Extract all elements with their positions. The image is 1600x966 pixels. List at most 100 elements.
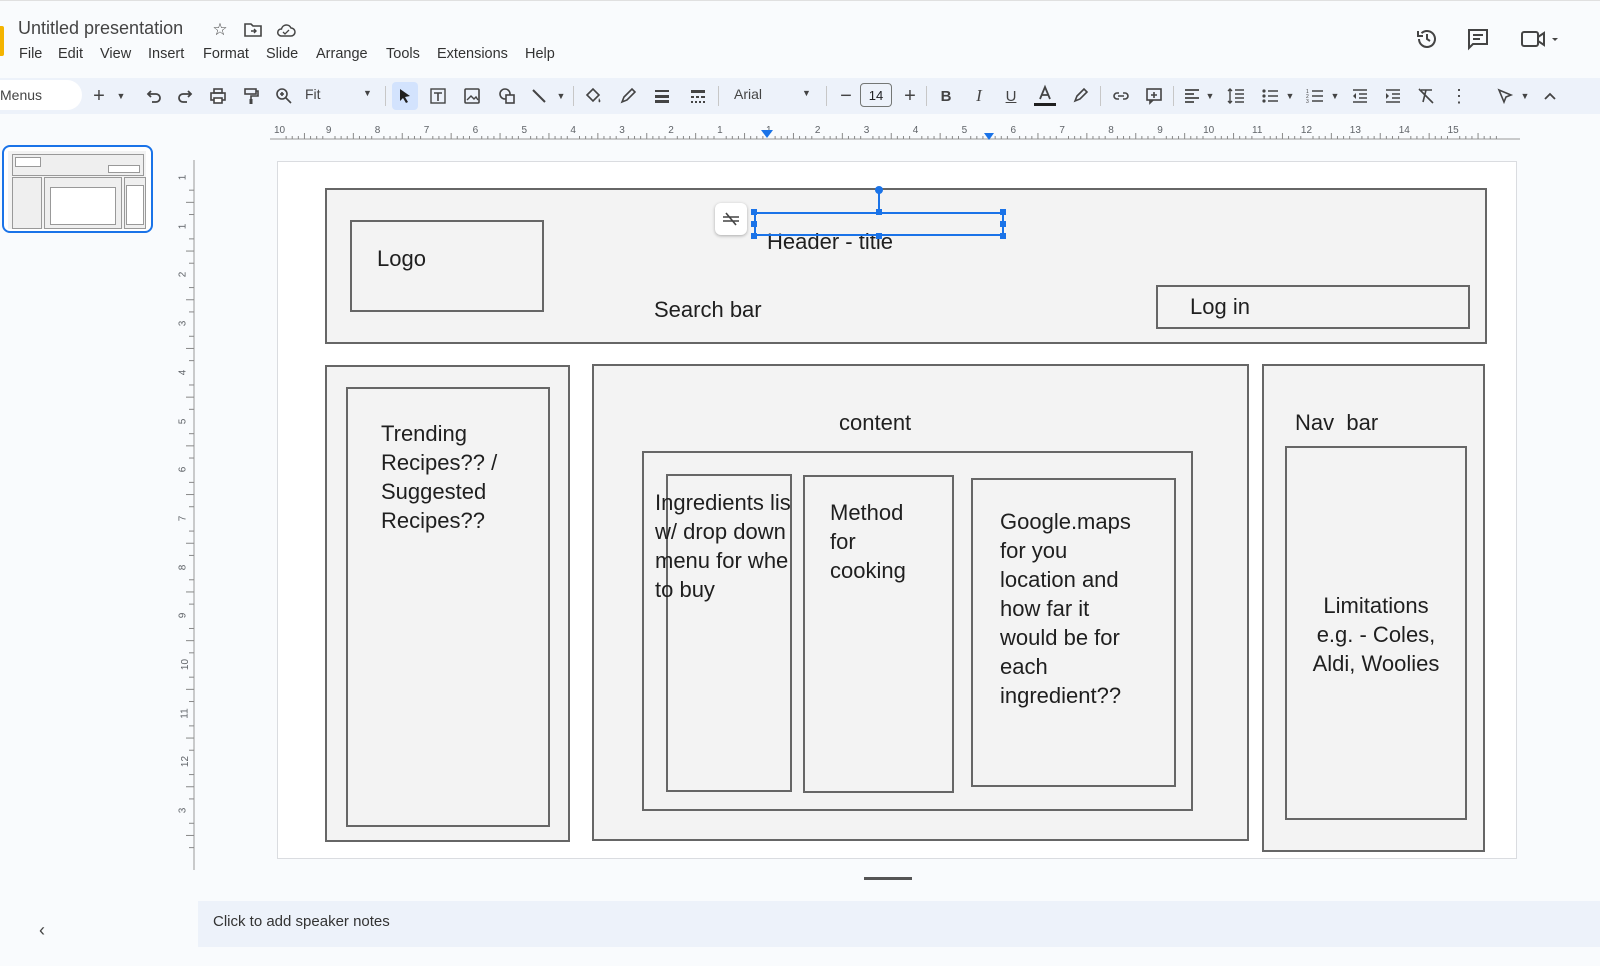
menu-arrange[interactable]: Arrange [316, 46, 368, 62]
menu-edit[interactable]: Edit [58, 46, 83, 62]
resize-handle-s[interactable] [876, 233, 882, 239]
print-icon[interactable] [208, 84, 228, 108]
line-spacing-icon[interactable] [1226, 84, 1246, 108]
ruler-label: 1 [177, 223, 189, 229]
limitations-text: Limitations e.g. - Coles, Aldi, Woolies [1285, 591, 1467, 678]
menu-format[interactable]: Format [203, 46, 249, 62]
nav-bar-label: Nav bar [1295, 410, 1379, 435]
left-indent-marker-icon[interactable] [761, 130, 773, 138]
slide-thumbnail-1[interactable] [2, 145, 153, 233]
ruler-label: 7 [1059, 125, 1065, 136]
new-slide-dropdown-icon[interactable]: ▼ [116, 91, 126, 101]
more-options-icon[interactable]: ⋮ [1450, 85, 1468, 106]
rotation-handle[interactable] [875, 186, 883, 194]
cloud-saved-icon[interactable] [276, 20, 296, 40]
speaker-notes-panel[interactable] [198, 901, 1600, 947]
ruler-label: 1 [177, 174, 189, 181]
toolbar-divider [1100, 86, 1101, 106]
zoom-icon[interactable] [274, 84, 294, 108]
text-color-icon[interactable] [1033, 84, 1057, 108]
increase-font-size-icon[interactable]: + [904, 84, 916, 107]
redo-icon[interactable] [176, 84, 196, 108]
logo-label: Logo [377, 246, 426, 271]
star-icon[interactable]: ☆ [212, 20, 228, 39]
bulleted-list-dropdown-icon[interactable]: ▼ [1285, 91, 1295, 101]
highlight-color-icon[interactable] [1070, 84, 1090, 108]
resize-handle-sw[interactable] [751, 233, 757, 239]
align-icon[interactable] [1182, 84, 1202, 108]
login-label: Log in [1190, 294, 1250, 319]
border-weight-icon[interactable] [652, 84, 672, 108]
menu-slide[interactable]: Slide [266, 46, 299, 62]
add-comment-icon[interactable] [1143, 84, 1165, 108]
text-box-icon[interactable] [427, 84, 449, 108]
border-dash-icon[interactable] [688, 84, 708, 108]
menu-help[interactable]: Help [525, 46, 555, 62]
select-tool-icon[interactable] [392, 82, 418, 110]
align-dropdown-icon[interactable]: ▼ [1205, 91, 1215, 101]
decrease-font-size-icon[interactable]: − [840, 84, 852, 107]
resize-handle-n[interactable] [876, 209, 882, 215]
resize-handle-e[interactable] [1000, 221, 1006, 227]
editing-mode-dropdown-icon[interactable]: ▼ [1520, 91, 1530, 101]
logo-box[interactable] [350, 220, 544, 312]
bold-icon[interactable]: B [940, 87, 952, 105]
comments-icon[interactable] [1463, 26, 1493, 52]
header-title-label[interactable]: Header - title [767, 229, 893, 254]
slides-logo-icon[interactable] [0, 26, 4, 56]
move-folder-icon[interactable] [243, 20, 263, 40]
login-box[interactable] [1156, 285, 1470, 329]
underline-icon[interactable]: U [1005, 87, 1017, 105]
border-color-icon[interactable] [618, 84, 638, 108]
line-dropdown-icon[interactable]: ▼ [556, 91, 566, 101]
limitations-line: Limitations [1323, 593, 1429, 618]
speaker-notes-placeholder[interactable]: Click to add speaker notes [213, 913, 390, 930]
resize-handle-nw[interactable] [751, 209, 757, 215]
search-menus-input[interactable]: Menus [0, 80, 82, 110]
menu-view[interactable]: View [100, 46, 132, 62]
right-indent-marker-icon[interactable] [984, 133, 994, 140]
trending-box[interactable] [346, 387, 550, 827]
resize-handle-se[interactable] [1000, 233, 1006, 239]
clear-formatting-icon[interactable] [1416, 84, 1436, 108]
collapse-filmstrip-icon[interactable]: ‹ [39, 919, 45, 940]
meet-video-icon[interactable] [1518, 26, 1562, 52]
ingredients-box[interactable] [666, 474, 792, 792]
notes-resize-handle[interactable] [864, 877, 912, 880]
font-select[interactable]: Arial▼ [734, 86, 811, 102]
increase-indent-icon[interactable] [1383, 84, 1403, 108]
menu-file[interactable]: File [19, 46, 43, 62]
no-autofit-icon[interactable] [715, 203, 747, 235]
ruler-label: 2 [668, 125, 674, 136]
line-icon[interactable] [529, 84, 549, 108]
insert-link-icon[interactable] [1110, 84, 1132, 108]
editing-mode-icon[interactable] [1494, 84, 1516, 108]
menu-extensions[interactable]: Extensions [437, 46, 508, 62]
menu-insert[interactable]: Insert [148, 46, 185, 62]
italic-icon[interactable]: I [976, 86, 982, 105]
bulleted-list-icon[interactable] [1260, 84, 1280, 108]
fill-color-icon[interactable] [583, 84, 603, 108]
ruler-label: 13 [1349, 125, 1361, 136]
resize-handle-w[interactable] [751, 221, 757, 227]
zoom-select[interactable]: Fit▼ [305, 86, 372, 102]
numbered-list-dropdown-icon[interactable]: ▼ [1330, 91, 1340, 101]
collapse-toolbar-icon[interactable] [1541, 84, 1559, 108]
shape-icon[interactable] [496, 84, 518, 108]
document-title[interactable]: Untitled presentation [18, 18, 184, 38]
new-slide-icon[interactable]: + [93, 84, 105, 107]
method-box[interactable] [803, 475, 954, 793]
font-size-input[interactable]: 14 [860, 83, 892, 107]
decrease-indent-icon[interactable] [1350, 84, 1370, 108]
insert-image-icon[interactable] [462, 84, 482, 108]
maps-box[interactable] [971, 478, 1176, 787]
undo-icon[interactable] [143, 84, 163, 108]
resize-handle-ne[interactable] [1000, 209, 1006, 215]
version-history-icon[interactable] [1412, 26, 1442, 52]
menu-tools[interactable]: Tools [386, 46, 420, 62]
limitations-box[interactable] [1285, 446, 1467, 820]
paint-format-icon[interactable] [241, 84, 261, 108]
